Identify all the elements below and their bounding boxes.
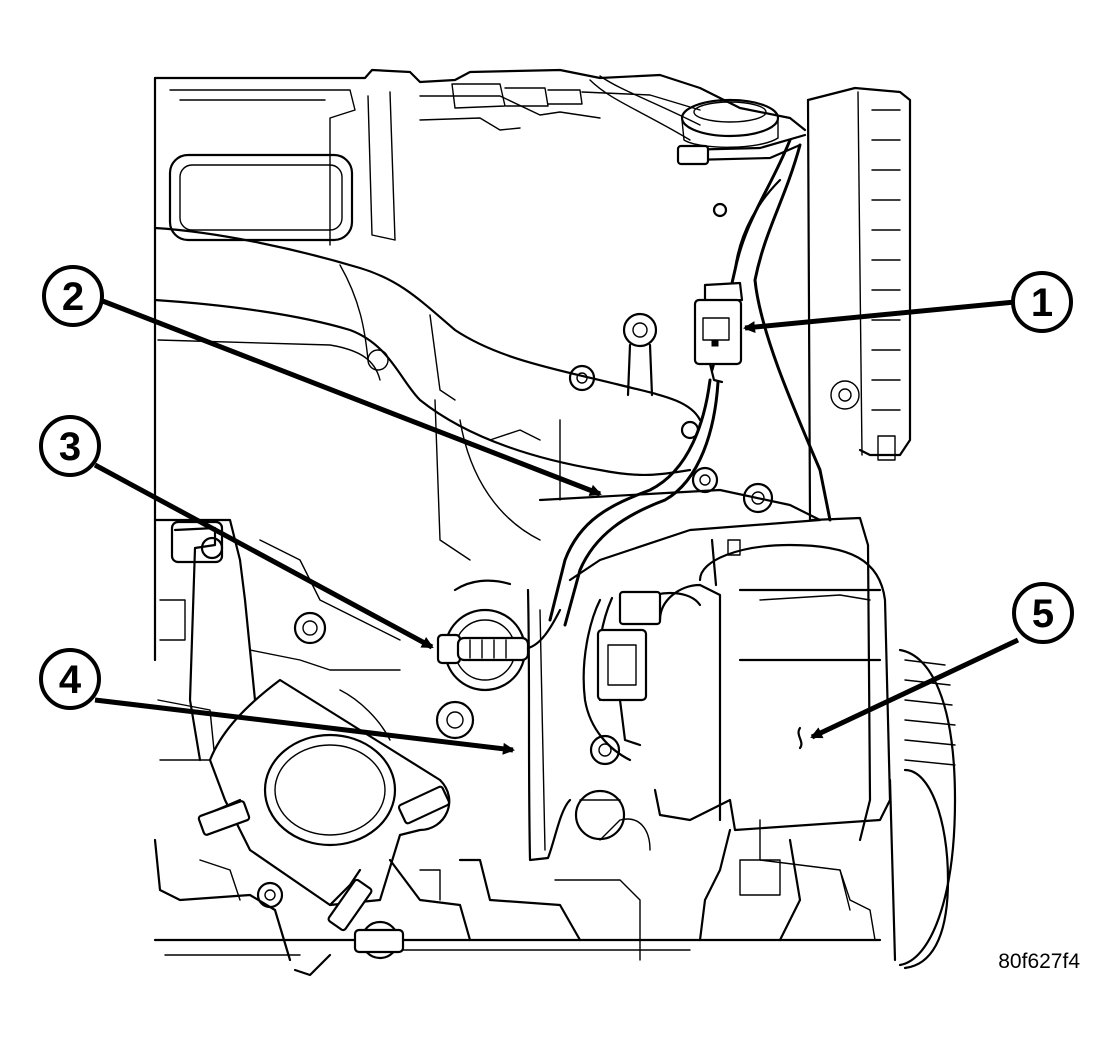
- callout-circle: [42, 265, 104, 327]
- engine-line-art: [153, 68, 957, 977]
- leader-arrow-5: [810, 637, 1020, 740]
- leader-arrow-4: [94, 697, 515, 755]
- callout-3: 3: [39, 415, 101, 477]
- callout-label-5: 5: [1032, 592, 1054, 636]
- leader-arrow-1: [743, 299, 1016, 334]
- callout-5: 5: [1012, 582, 1074, 644]
- callout-1: 1: [1011, 271, 1073, 333]
- callout-2: 2: [42, 265, 104, 327]
- leader-arrow-3: [93, 462, 434, 650]
- figure-reference-code: 80f627f4: [998, 950, 1080, 973]
- callout-circle: [39, 415, 101, 477]
- callout-label-2: 2: [62, 275, 84, 319]
- callout-circle: [1011, 271, 1073, 333]
- callout-circle: [39, 648, 101, 710]
- callout-circle: [1012, 582, 1074, 644]
- callout-label-4: 4: [59, 658, 82, 702]
- leader-arrow-2: [99, 297, 602, 497]
- callout-4: 4: [39, 648, 101, 710]
- callout-label-3: 3: [59, 425, 81, 469]
- leader-arrows: [93, 297, 1020, 755]
- callout-label-1: 1: [1031, 281, 1053, 325]
